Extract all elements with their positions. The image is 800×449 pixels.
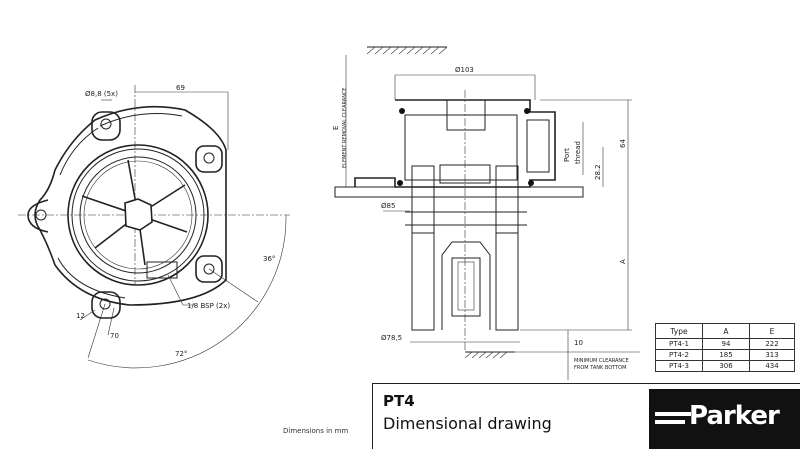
cell: 222 [749, 338, 795, 350]
dim-28-label: 28.2 [594, 164, 602, 180]
mounting-holes [27, 111, 223, 319]
dim-a-label: A [619, 259, 627, 264]
logo-bar [655, 420, 685, 424]
bsp-port-section [146, 261, 178, 279]
dimensions-note: Dimensions in mm [283, 427, 349, 435]
cell: PT4-2 [655, 349, 703, 361]
dim-12-label: 12 [76, 312, 85, 320]
table-row: PT4-2 185 313 [655, 349, 795, 361]
cell: 434 [749, 360, 795, 372]
angle-72-label: 72° [175, 350, 187, 358]
cell: 306 [702, 360, 750, 372]
table-header: Type A E [655, 323, 795, 339]
dia-103-label: Ø103 [455, 66, 474, 74]
header-e: E [749, 323, 795, 339]
header-type: Type [655, 323, 703, 339]
logo-bar [655, 412, 691, 416]
cell: 185 [702, 349, 750, 361]
drawing-subtitle: Dimensional drawing [383, 414, 552, 433]
dim-10-label: 10 [574, 339, 583, 347]
cell: 313 [749, 349, 795, 361]
dim-69-label: 69 [176, 84, 185, 92]
model-title: PT4 [383, 392, 415, 410]
bsp-port-label: 1/8 BSP (2x) [187, 302, 230, 310]
parker-logo: Parker [649, 389, 800, 449]
min-clearance-label-1: MINIMUM CLEARANCE [574, 358, 629, 364]
brand-name: Parker [689, 401, 780, 431]
top-view: 69 Ø8,8 (5x) 36° 72° 1/8 BSP (2x) 12 70 [18, 84, 290, 369]
element-removal-clearance-label: ELEMENT REMOVAL CLEARANCE [342, 87, 348, 168]
table-row: PT4-3 306 434 [655, 360, 795, 372]
cell: PT4-3 [655, 360, 703, 372]
hole-diameter-label: Ø8,8 (5x) [85, 90, 118, 98]
cell: PT4-1 [655, 338, 703, 350]
dim-64-label: 64 [619, 139, 627, 148]
title-block: PT4 Dimensional drawing Parker [372, 383, 800, 449]
dia-78-label: Ø78,5 [381, 334, 402, 342]
cell: 94 [702, 338, 750, 350]
dim-e-label: E [332, 126, 340, 130]
type-dimension-table: Type A E PT4-1 94 222 PT4-2 185 313 PT4-… [655, 323, 795, 372]
header-a: A [702, 323, 750, 339]
angle-36-label: 36° [263, 255, 275, 263]
min-clearance-label-2: FROM TANK BOTTOM [574, 365, 626, 371]
side-view: Ø103 E ELEMENT REMOVAL CLEARANCE Ø85 Ø78… [332, 46, 640, 380]
table-row: PT4-1 94 222 [655, 338, 795, 350]
dim-70-label: 70 [110, 332, 119, 340]
dia-85-label: Ø85 [381, 202, 395, 210]
port-label: Port [563, 148, 571, 162]
thread-label: thread [574, 141, 582, 164]
